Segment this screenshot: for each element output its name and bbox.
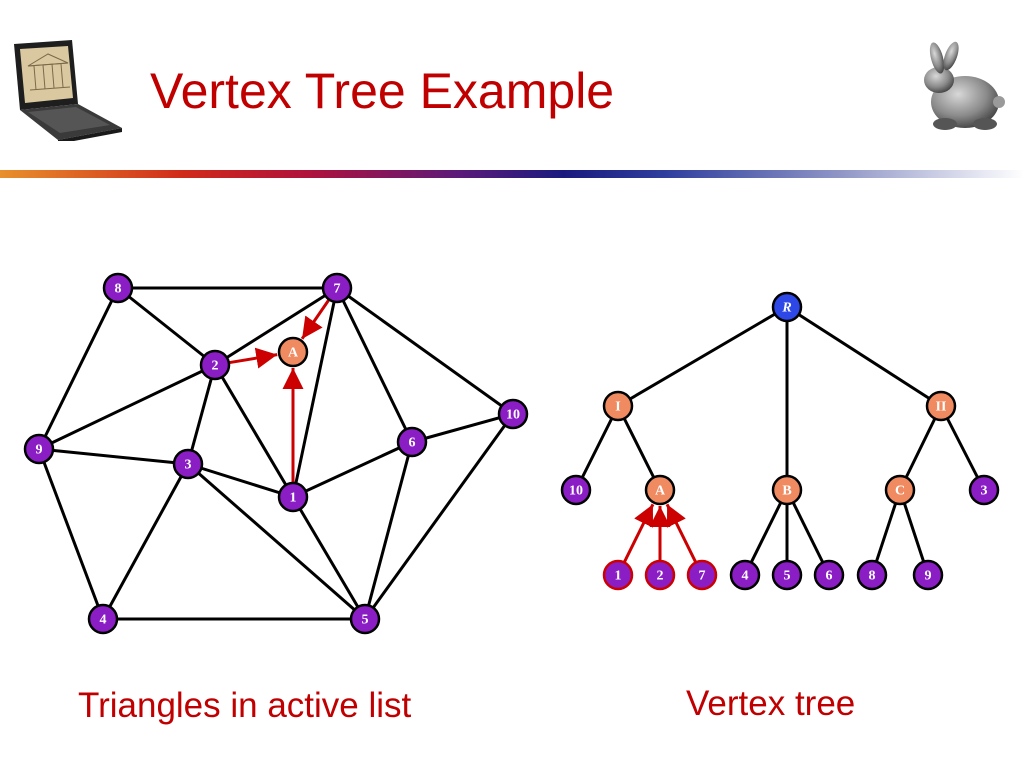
- mesh-node-10: [497, 398, 529, 430]
- tree-node-C: [884, 474, 916, 506]
- tree-edge-II-t3: [939, 405, 986, 491]
- tree-node-II: [925, 390, 957, 422]
- mesh-edge-9-3: [38, 447, 189, 466]
- tree-node-label-I: I: [615, 400, 620, 415]
- mesh-node-label-10: 10: [506, 408, 520, 423]
- tree-node-label-C: C: [895, 484, 905, 499]
- tree-node-label-B: B: [782, 484, 791, 499]
- tree-node-label-t1: 1: [615, 569, 622, 584]
- tree-edge-R-I: [617, 305, 788, 408]
- mesh-edge-7-2: [214, 286, 338, 367]
- tree-node-label-t9: 9: [925, 569, 932, 584]
- mesh-node-label-8: 8: [115, 282, 122, 297]
- mesh-node-label-5: 5: [362, 613, 369, 628]
- mesh-edge-6-10: [411, 412, 514, 444]
- tree-edge-B-t4: [743, 489, 789, 576]
- tree-arrow-t1-A: [622, 503, 655, 564]
- mesh-node-label-2: 2: [212, 359, 219, 374]
- mesh-edge-7-1: [291, 287, 339, 498]
- tree-node-A: [644, 474, 676, 506]
- mesh-edge-3-4: [101, 463, 190, 620]
- tree-edge-I-A: [616, 405, 662, 491]
- mesh-edge-3-5: [187, 462, 366, 621]
- bunny-image: [924, 41, 1005, 130]
- mesh-edge-8-9: [37, 287, 120, 450]
- tree-node-t10: [560, 474, 592, 506]
- mesh-edge-7-6: [335, 287, 414, 443]
- tree-node-B: [771, 474, 803, 506]
- tree-node-t5: [771, 559, 803, 591]
- mesh-edge-3-1: [187, 462, 294, 499]
- mesh-node-6: [396, 426, 428, 458]
- tree-node-t6: [813, 559, 845, 591]
- mesh-node-2: [199, 349, 231, 381]
- caption-active-list: Triangles in active list: [78, 686, 412, 725]
- tree-node-t7: [686, 559, 718, 591]
- tree-edge-II-C: [898, 405, 943, 491]
- tree-node-I: [602, 390, 634, 422]
- title-divider: [0, 170, 1024, 178]
- mesh-node-label-9: 9: [36, 443, 43, 458]
- tree-node-t9: [912, 559, 944, 591]
- tree-node-label-t10: 10: [569, 484, 583, 499]
- mesh-node-A: [277, 336, 309, 368]
- slide-title: Vertex Tree Example: [150, 63, 615, 119]
- mesh-arrow-2-A: [228, 347, 278, 369]
- tree-node-t4: [729, 559, 761, 591]
- tree-node-t2: [644, 559, 676, 591]
- caption-vertex-tree: Vertex tree: [686, 684, 856, 723]
- mesh-node-label-A: A: [288, 346, 299, 361]
- mesh-edge-2-9: [38, 363, 216, 451]
- tree-node-t8: [856, 559, 888, 591]
- mesh-node-9: [23, 433, 55, 465]
- mesh-edge-10-5: [363, 413, 515, 620]
- mesh-edge-7-10: [336, 286, 514, 416]
- mesh-edge-1-6: [292, 440, 413, 499]
- tree-arrow-t7-A: [665, 503, 698, 564]
- tree-node-label-t3: 3: [981, 484, 988, 499]
- tree-edge-I-t10: [574, 405, 620, 491]
- tree-edge-B-t6: [785, 489, 831, 576]
- mesh-edge-1-5: [291, 496, 367, 620]
- tree-node-label-t2: 2: [657, 569, 664, 584]
- mesh-node-label-6: 6: [409, 436, 416, 451]
- mesh-arrow-7-A: [300, 298, 331, 340]
- mesh-node-label-7: 7: [334, 282, 341, 297]
- tree-node-label-t4: 4: [742, 569, 749, 584]
- tree-node-R: [771, 291, 803, 323]
- mesh-node-5: [349, 603, 381, 635]
- mesh-node-7: [321, 272, 353, 304]
- tree-node-label-t5: 5: [784, 569, 791, 584]
- mesh-edge-8-2: [117, 286, 216, 367]
- tree-node-label-II: II: [936, 400, 947, 415]
- tree-node-t1: [602, 559, 634, 591]
- tree-node-label-t8: 8: [869, 569, 876, 584]
- mesh-edge-2-3: [186, 364, 217, 465]
- mesh-diagram: 8 7 2 A 10 9 6 3 1 4 5: [23, 272, 529, 635]
- mesh-node-3: [172, 448, 204, 480]
- tree-node-label-t7: 7: [699, 569, 706, 584]
- mesh-node-1: [277, 481, 309, 513]
- tree-node-label-A: A: [655, 484, 666, 499]
- laptop-image: [14, 40, 122, 141]
- mesh-edge-2-1: [213, 364, 295, 498]
- mesh-node-label-4: 4: [100, 613, 107, 628]
- mesh-edge-6-5: [363, 441, 414, 620]
- mesh-edge-9-4: [37, 448, 105, 620]
- mesh-node-4: [87, 603, 119, 635]
- tree-node-label-t6: 6: [826, 569, 833, 584]
- mesh-node-8: [102, 272, 134, 304]
- mesh-node-label-3: 3: [185, 458, 192, 473]
- tree-node-label-R: R: [781, 301, 791, 316]
- tree-edge-R-II: [786, 305, 942, 408]
- mesh-node-label-1: 1: [290, 491, 297, 506]
- tree-node-t3: [968, 474, 1000, 506]
